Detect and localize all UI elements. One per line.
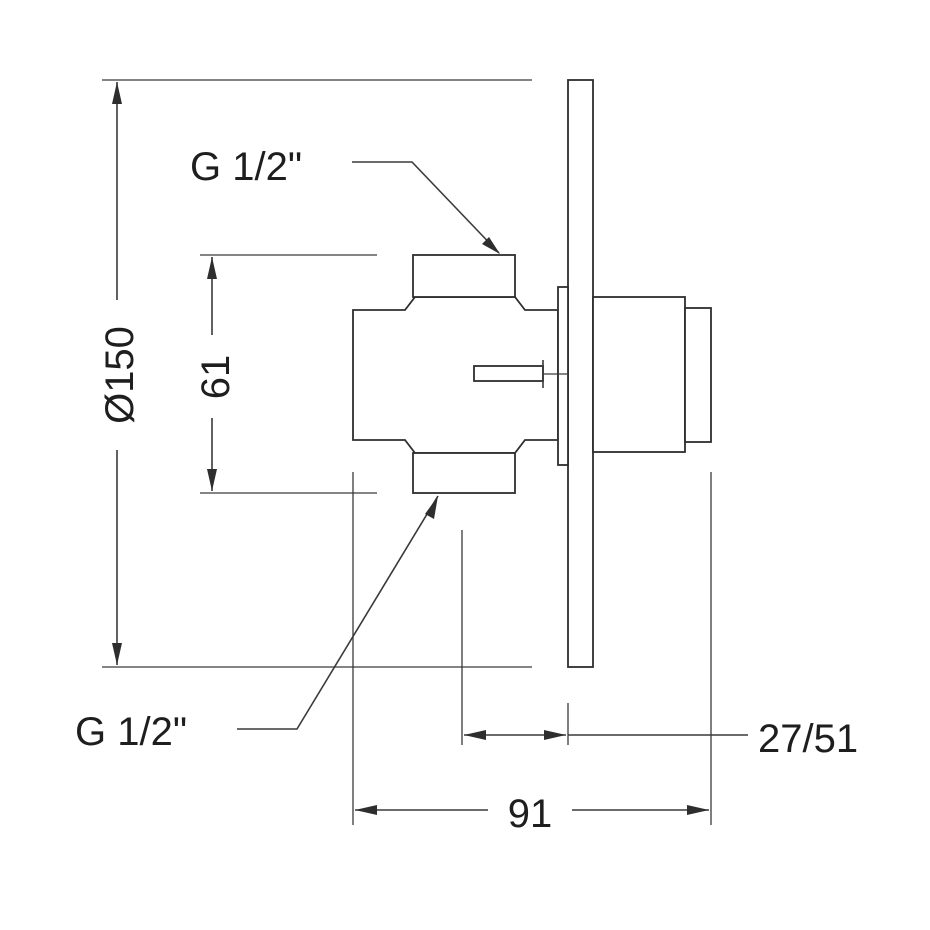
leader-bottom-thread xyxy=(237,495,439,730)
valve-body xyxy=(352,254,712,494)
bottom-thread-label: G 1/2" xyxy=(75,710,187,754)
width-label: 91 xyxy=(508,792,553,836)
cover-plate xyxy=(567,79,594,668)
bottom-connection xyxy=(412,452,516,494)
spindle xyxy=(473,365,544,382)
diameter-label: Ø150 xyxy=(98,326,142,424)
leader-top-thread xyxy=(352,161,500,254)
top-thread-label: G 1/2" xyxy=(190,145,302,189)
dimension-height xyxy=(200,254,377,494)
top-connection xyxy=(412,254,516,298)
height-label: 61 xyxy=(194,355,238,400)
dimension-width xyxy=(352,472,712,825)
dimension-diameter xyxy=(102,79,532,668)
depth-range-label: 27/51 xyxy=(758,717,858,761)
flange xyxy=(557,286,569,466)
button-housing xyxy=(592,296,686,453)
dimension-depth-range xyxy=(461,530,748,745)
push-button xyxy=(684,307,712,443)
